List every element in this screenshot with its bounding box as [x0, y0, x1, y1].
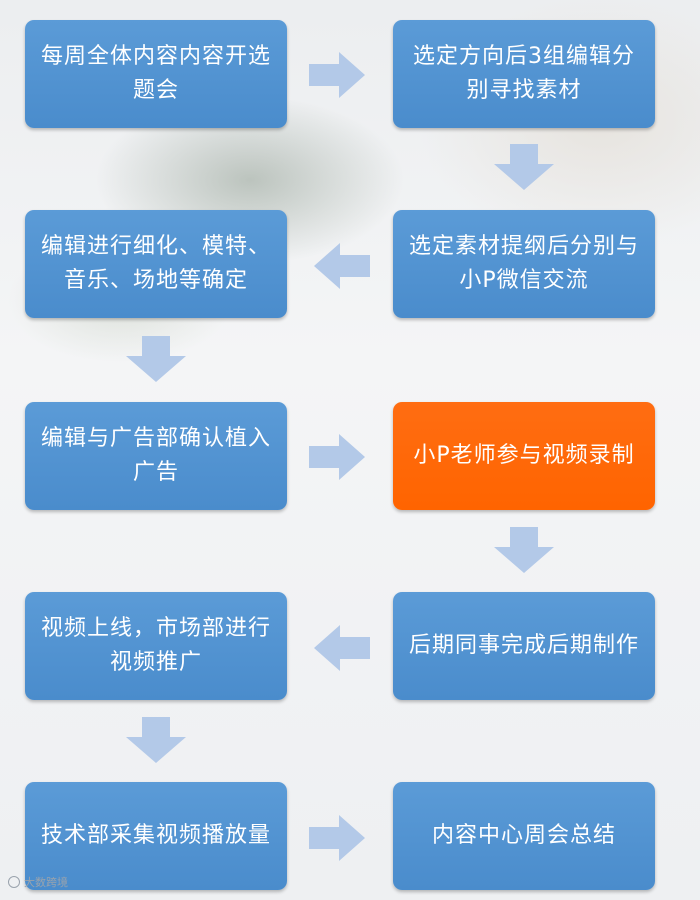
flow-step-3-label: 选定素材提纲后分别与小P微信交流 [407, 230, 641, 298]
flow-step-7-label: 后期同事完成后期制作 [409, 629, 639, 663]
flow-step-10-label: 内容中心周会总结 [432, 819, 616, 853]
arrow-down-icon [494, 527, 554, 573]
flow-step-6-label: 小P老师参与视频录制 [413, 439, 634, 473]
flow-step-6-highlighted: 小P老师参与视频录制 [393, 402, 655, 510]
flow-step-10: 内容中心周会总结 [393, 782, 655, 890]
arrow-down-icon [494, 144, 554, 190]
arrow-right-icon [309, 815, 365, 861]
flow-step-2: 选定方向后3组编辑分别寻找素材 [393, 20, 655, 128]
flow-step-5-label: 编辑与广告部确认植入广告 [39, 422, 273, 490]
arrow-down-icon [126, 717, 186, 763]
flow-step-5: 编辑与广告部确认植入广告 [25, 402, 287, 510]
flow-step-3: 选定素材提纲后分别与小P微信交流 [393, 210, 655, 318]
arrow-left-icon [314, 625, 370, 671]
flow-step-2-label: 选定方向后3组编辑分别寻找素材 [407, 40, 641, 108]
flow-step-1: 每周全体内容内容开选题会 [25, 20, 287, 128]
flow-step-8-label: 视频上线，市场部进行视频推广 [39, 612, 273, 680]
watermark-text: 大数跨境 [24, 874, 68, 890]
watermark: 大数跨境 [8, 874, 68, 890]
flow-step-9-label: 技术部采集视频播放量 [41, 819, 271, 853]
arrow-right-icon [309, 434, 365, 480]
logo-circle-icon [8, 876, 20, 888]
flow-step-1-label: 每周全体内容内容开选题会 [39, 40, 273, 108]
flow-step-4: 编辑进行细化、模特、音乐、场地等确定 [25, 210, 287, 318]
flow-step-8: 视频上线，市场部进行视频推广 [25, 592, 287, 700]
arrow-down-icon [126, 336, 186, 382]
arrow-right-icon [309, 52, 365, 98]
flow-step-7: 后期同事完成后期制作 [393, 592, 655, 700]
arrow-left-icon [314, 243, 370, 289]
flow-step-4-label: 编辑进行细化、模特、音乐、场地等确定 [39, 230, 273, 298]
